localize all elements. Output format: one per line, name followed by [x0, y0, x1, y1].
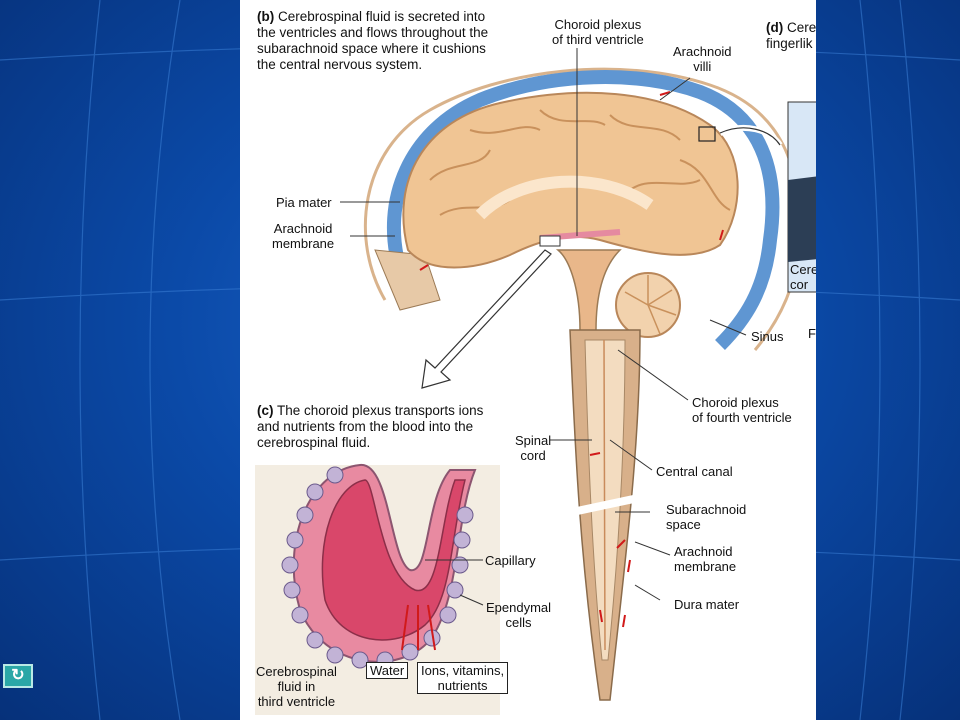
label-subarachnoid-space: Subarachnoid space: [666, 502, 746, 532]
label-central-canal: Central canal: [656, 464, 733, 479]
label-line: of third ventricle: [552, 32, 644, 47]
panel-d-line: Cere: [787, 20, 816, 35]
label-line: Choroid plexus: [692, 395, 779, 410]
label-ependymal-cells: Ependymal cells: [486, 600, 551, 630]
label-line: membrane: [272, 236, 335, 251]
panel-b-letter: (b): [257, 9, 275, 24]
return-icon[interactable]: ↻: [3, 664, 33, 688]
label-ions-vitamins-nutrients: Ions, vitamins, nutrients: [417, 662, 509, 694]
label-line: Ependymal: [486, 600, 552, 615]
label-line: villi: [693, 59, 712, 74]
label-sinus: Sinus: [751, 329, 784, 344]
label-line: cells: [505, 615, 532, 630]
panel-b-caption: (b) Cerebrospinal fluid is secreted into…: [257, 9, 488, 73]
label-line: Spinal: [515, 433, 552, 448]
label-line: Ions, vitamins,: [421, 663, 505, 678]
label-line: cord: [520, 448, 546, 463]
panel-d-fragment-label: Cere cor: [790, 262, 816, 292]
label-csf-third-ventricle: Cerebrospinal fluid in third ventricle: [256, 664, 337, 709]
label-line: nutrients: [437, 678, 488, 693]
panel-d-line: fingerlik: [766, 36, 813, 51]
panel-c-line: cerebrospinal fluid.: [257, 435, 371, 450]
label-pia-mater: Pia mater: [276, 195, 332, 210]
label-line: Arachnoid: [674, 544, 733, 559]
label-capillary: Capillary: [485, 553, 536, 568]
label-line: Subarachnoid: [666, 502, 747, 517]
panel-c-line: The choroid plexus transports ions: [277, 403, 484, 418]
label-spinal-cord: Spinal cord: [515, 433, 551, 463]
label-line: membrane: [674, 559, 737, 574]
panel-d-fragment-letter: F: [808, 326, 816, 341]
panel-b-line: Cerebrospinal fluid is secreted into: [278, 9, 486, 24]
label-line: fluid in: [277, 679, 316, 694]
label-water: Water: [366, 662, 409, 679]
cns-anatomy-illustration: [255, 48, 816, 715]
label-line: of fourth ventricle: [692, 410, 792, 425]
label-arachnoid-membrane-top: Arachnoid membrane: [272, 221, 334, 251]
panel-d-fragment-line: Cere: [790, 262, 816, 277]
label-line: Choroid plexus: [554, 17, 642, 32]
panel-b-line: subarachnoid space where it cushions: [257, 41, 486, 56]
label-choroid-plexus-fourth: Choroid plexus of fourth ventricle: [692, 395, 792, 425]
label-line: space: [666, 517, 701, 532]
panel-c-caption: (c) The choroid plexus transports ions a…: [257, 403, 483, 451]
label-arachnoid-villi: Arachnoid villi: [673, 44, 732, 74]
label-choroid-plexus-third: Choroid plexus of third ventricle: [552, 17, 644, 47]
illustration-panel: (b) Cerebrospinal fluid is secreted into…: [240, 0, 816, 720]
panel-c-line: and nutrients from the blood into the: [257, 419, 474, 434]
label-line: Arachnoid: [273, 221, 333, 236]
panel-b-line: the central nervous system.: [257, 57, 423, 72]
label-arachnoid-membrane-bottom: Arachnoid membrane: [674, 544, 736, 574]
label-line: third ventricle: [257, 694, 336, 709]
label-dura-mater: Dura mater: [674, 597, 740, 612]
panel-d-caption: (d) Cere fingerlik: [766, 20, 816, 52]
panel-d-fragment-line: cor: [790, 277, 809, 292]
panel-b-line: the ventricles and flows throughout the: [257, 25, 489, 40]
label-line: Cerebrospinal: [256, 664, 337, 679]
panel-c-letter: (c): [257, 403, 274, 418]
panel-d-letter: (d): [766, 20, 784, 35]
label-line: Arachnoid: [673, 44, 732, 59]
